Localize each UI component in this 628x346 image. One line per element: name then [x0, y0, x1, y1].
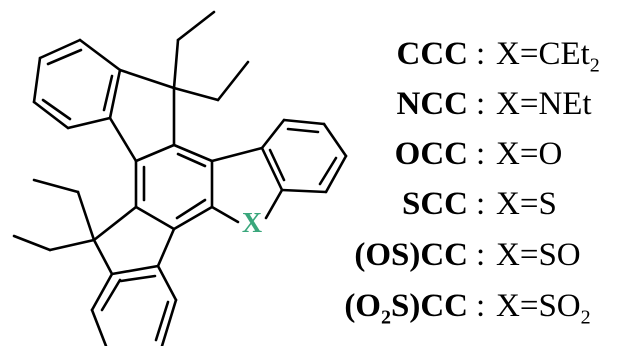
substituent-definition: X=CEt2	[496, 36, 600, 78]
legend-row: SCC: X=S	[318, 186, 628, 230]
compound-code: CCC	[397, 36, 469, 73]
legend-colon: :	[476, 86, 486, 122]
compound-code-main: (O	[344, 288, 381, 324]
top-five-ring	[108, 68, 176, 163]
legend-row: (O2S)CC:X=SO2	[318, 288, 628, 332]
substituent-definition-main: X=O	[496, 136, 563, 172]
substituent-definition-main: X=SO	[496, 288, 581, 324]
compound-code-main: SCC	[401, 186, 468, 222]
legend-colon: :	[476, 288, 486, 324]
bottom-five-ring	[92, 205, 176, 276]
compound-code-main: CCC	[396, 36, 469, 72]
legend-row: CCC: X=CEt2	[318, 36, 628, 80]
substituent-definition-main: X=S	[496, 186, 557, 222]
compound-code: OCC	[395, 136, 468, 173]
substituent-definition: X=S	[496, 186, 557, 223]
compound-code-main: (OS)CC	[354, 237, 468, 273]
substituent-definition: X=SO2	[496, 288, 591, 330]
legend-colon: :	[476, 136, 486, 172]
left-ethyl-groups	[12, 178, 96, 252]
compound-code-tail: S)CC	[390, 288, 468, 324]
substituent-definition-main: X=CEt	[496, 36, 590, 72]
compound-code-subscript: 2	[380, 306, 391, 329]
legend-colon: :	[476, 36, 486, 72]
compound-code: (O2S)CC	[344, 288, 468, 330]
substituent-definition-main: X=NEt	[496, 86, 592, 122]
substituent-definition-subscript: 2	[580, 306, 591, 329]
substituent-definition-subscript: 2	[589, 54, 600, 77]
compound-code-main: OCC	[394, 136, 468, 172]
x-atom-label: X	[242, 208, 262, 239]
legend-colon: :	[476, 186, 486, 222]
compound-code: (OS)CC	[354, 237, 468, 274]
top-ethyl-groups	[172, 10, 250, 102]
right-five-ring	[210, 146, 284, 224]
legend-row: (OS)CC: X=SO	[318, 237, 628, 281]
substituent-definition-main: X=SO	[496, 237, 581, 273]
legend-row: OCC: X=O	[318, 136, 628, 180]
legend-colon: :	[476, 237, 486, 273]
substituent-definition: X=O	[496, 136, 562, 173]
compound-code: NCC	[397, 86, 469, 123]
top-left-benzene	[32, 38, 122, 130]
substituent-definition: X=SO	[496, 237, 581, 274]
legend-row: NCC: X=NEt	[318, 86, 628, 130]
bonds	[12, 10, 348, 346]
substituent-definition: X=NEt	[496, 86, 592, 123]
right-benzene	[260, 118, 348, 194]
compound-code: SCC	[402, 186, 468, 223]
central-ring	[134, 143, 214, 231]
compound-code-main: NCC	[396, 86, 469, 122]
bottom-benzene	[90, 264, 178, 346]
